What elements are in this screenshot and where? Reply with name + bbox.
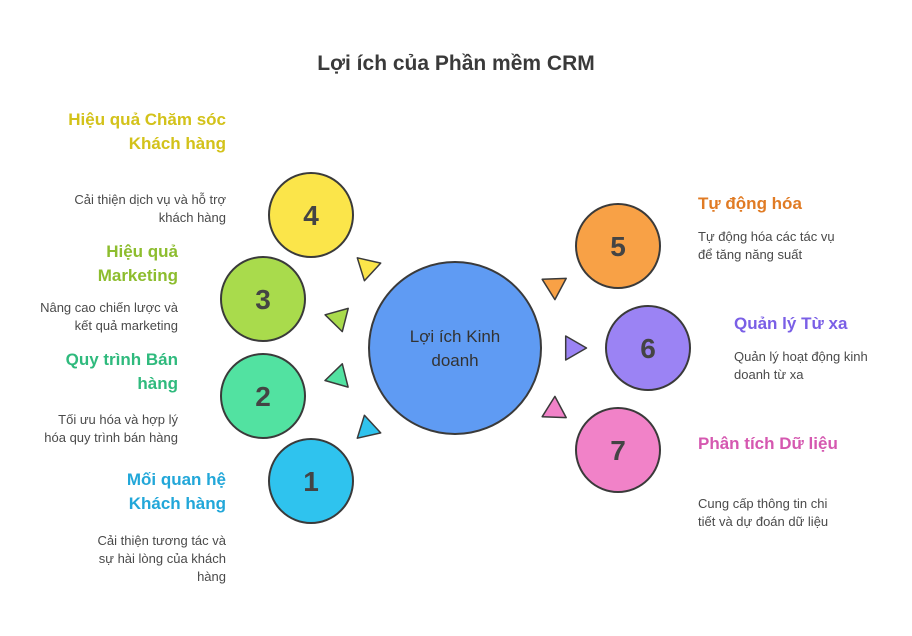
benefit-2-circle bbox=[220, 353, 306, 439]
benefit-7-number: 7 bbox=[610, 435, 626, 466]
benefit-3-heading: Hiệu quả Marketing bbox=[97, 242, 178, 285]
center-circle bbox=[368, 261, 542, 435]
benefit-6-description: Quản lý hoạt động kinh doanh từ xa bbox=[734, 349, 868, 382]
benefit-4-description: Cải thiện dịch vụ và hỗ trợ khách hàng bbox=[74, 192, 226, 225]
benefit-1-circle bbox=[268, 438, 354, 524]
benefit-6-arrow bbox=[564, 335, 588, 361]
benefit-4-circle bbox=[268, 172, 354, 258]
benefit-6-heading: Quản lý Từ xa bbox=[734, 314, 848, 333]
diagram-title: Lợi ích của Phần mềm CRM bbox=[317, 52, 595, 75]
center-label-line-2: doanh bbox=[431, 351, 478, 370]
benefit-3-circle bbox=[220, 256, 306, 342]
benefit-6-circle bbox=[605, 305, 691, 391]
benefit-5-circle bbox=[575, 203, 661, 289]
benefit-5-heading: Tự động hóa bbox=[698, 194, 802, 213]
benefit-3-arrow bbox=[324, 307, 349, 333]
benefit-1-number: 1 bbox=[303, 466, 319, 497]
benefit-3-number: 3 bbox=[255, 284, 271, 315]
benefit-7-description: Cung cấp thông tin chi tiết và dự đoán d… bbox=[698, 496, 829, 529]
benefit-2-description: Tối ưu hóa và hợp lý hóa quy trình bán h… bbox=[44, 412, 178, 445]
benefit-4-heading: Hiệu quả Chăm sóc Khách hàng bbox=[68, 110, 226, 153]
benefit-1-arrow bbox=[356, 414, 382, 439]
benefit-7-circle bbox=[575, 407, 661, 493]
benefit-7-arrow bbox=[541, 395, 567, 419]
benefit-7-heading: Phân tích Dữ liệu bbox=[698, 434, 838, 453]
benefit-6-number: 6 bbox=[640, 333, 656, 364]
benefit-3-description: Nâng cao chiến lược và kết quả marketing bbox=[40, 300, 178, 333]
benefit-2-arrow bbox=[324, 363, 349, 388]
benefit-2-number: 2 bbox=[255, 381, 271, 412]
benefit-4-number: 4 bbox=[303, 200, 319, 231]
benefit-1-heading: Mối quan hệ Khách hàng bbox=[126, 470, 226, 513]
benefit-2-heading: Quy trình Bán hàng bbox=[65, 350, 178, 393]
center-label-line-1: Lợi ích Kinh bbox=[410, 327, 501, 346]
benefit-5-number: 5 bbox=[610, 231, 626, 262]
benefit-5-description: Tự động hóa các tác vụ để tăng năng suất bbox=[698, 229, 835, 262]
benefit-4-arrow bbox=[356, 257, 382, 282]
benefit-1-description: Cải thiện tương tác và sự hài lòng của k… bbox=[97, 533, 226, 584]
benefit-5-arrow bbox=[541, 277, 567, 301]
